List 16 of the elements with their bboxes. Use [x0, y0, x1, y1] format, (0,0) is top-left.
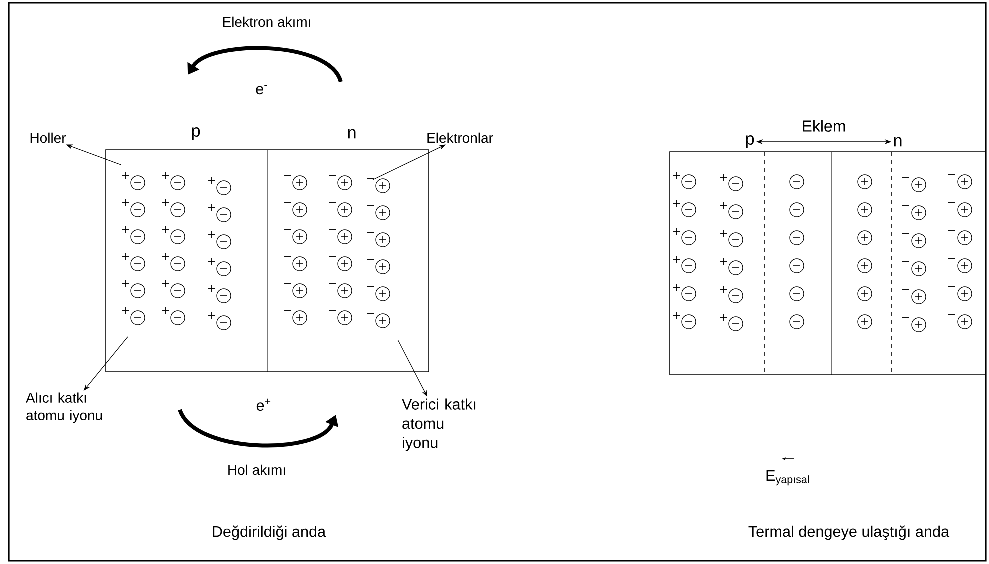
axis-label: p [192, 128, 200, 140]
text-label: e$^{-}$ [256, 85, 268, 95]
text-label: Hol akımı [228, 464, 286, 476]
callout-label: Holler [30, 132, 66, 144]
axis-label: n [348, 129, 356, 139]
text-label: Elektron akımı [223, 16, 310, 28]
axis-label: n [894, 137, 902, 147]
callout-label: Elektronlar [428, 132, 494, 144]
text-label: Termal dengeye ulaştığı anda [748, 526, 950, 540]
edge-label: Eklem [803, 120, 846, 132]
callout-label: Verici katkı atomu iyonu [402, 398, 476, 452]
text-label: e$^{+}$ [256, 398, 271, 412]
callout-label: Alıcı katkı atomu iyonu [26, 392, 102, 424]
text-label: Değdirildiği anda [213, 526, 326, 540]
axis-label: p [746, 136, 754, 148]
text-label: E$_{yapısal}$ [766, 470, 810, 486]
